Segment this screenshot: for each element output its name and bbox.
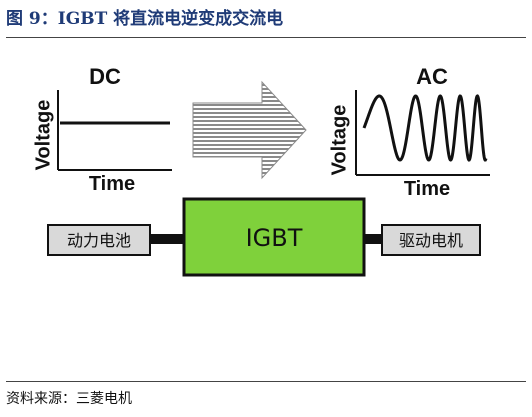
igbt-block: IGBT — [182, 197, 366, 277]
ac-label: AC — [416, 64, 448, 89]
title-divider — [6, 37, 526, 38]
ac-signal-wave — [362, 94, 488, 162]
igbt-box — [182, 197, 366, 277]
ac-panel: AC Voltage Time — [328, 64, 490, 200]
right-connector — [364, 234, 382, 244]
motor-box — [381, 224, 481, 256]
igbt-label: IGBT — [246, 224, 303, 252]
ac-y-axis-label: Voltage — [328, 105, 350, 176]
left-connector — [150, 234, 184, 244]
motor-block: 驱动电机 — [381, 224, 481, 256]
igbt-inverter-diagram: DC Voltage Time AC Voltage Time 动力电池 IGB… — [32, 64, 490, 277]
battery-block: 动力电池 — [47, 224, 151, 256]
ac-x-axis-label: Time — [404, 178, 450, 200]
dc-panel: DC Voltage Time — [32, 64, 172, 195]
figure-title: 图 9：IGBT 将直流电逆变成交流电 — [6, 9, 284, 29]
motor-label: 驱动电机 — [399, 231, 463, 250]
dc-x-axis-label: Time — [89, 173, 135, 195]
dc-label: DC — [89, 64, 121, 89]
striped-arrow-shape — [192, 80, 307, 180]
source-divider — [6, 381, 526, 382]
dc-y-axis-label: Voltage — [32, 100, 54, 171]
battery-box — [47, 224, 151, 256]
conversion-arrow — [192, 80, 307, 180]
battery-label: 动力电池 — [67, 231, 131, 250]
source-note: 资料来源：三菱电机 — [6, 391, 132, 407]
